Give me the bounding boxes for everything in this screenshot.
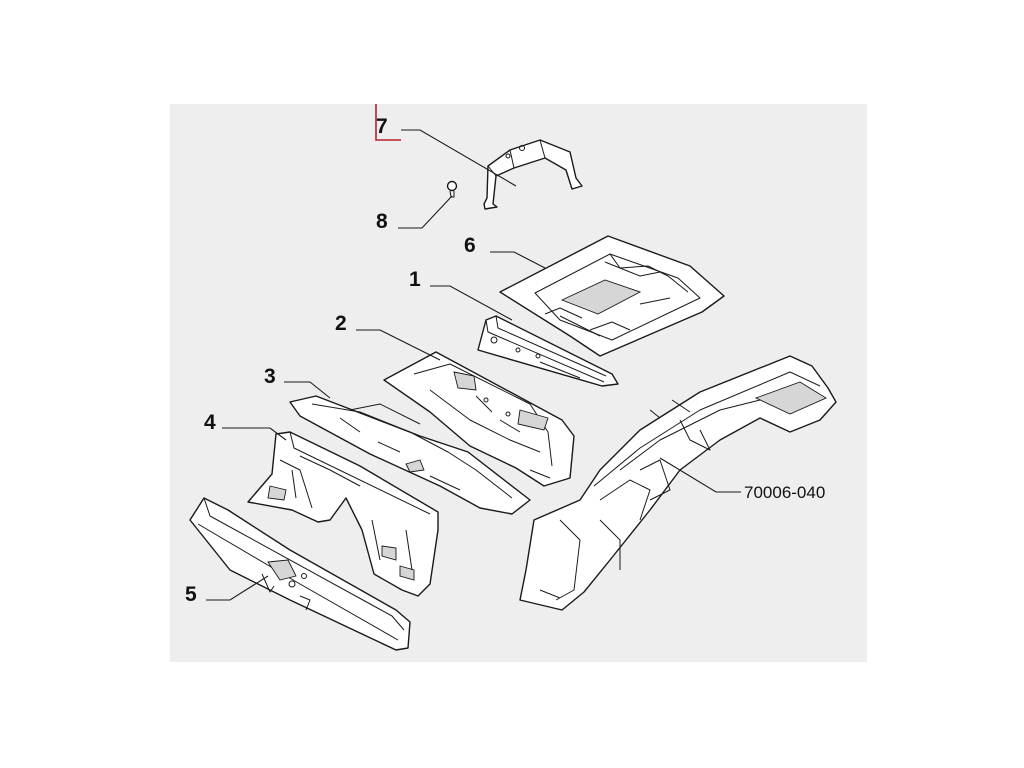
part-6-rear-floor[interactable] — [499, 235, 725, 357]
callout-1[interactable]: 1 — [409, 268, 421, 291]
leader-lines — [206, 129, 741, 601]
callout-3[interactable]: 3 — [264, 365, 276, 388]
callout-8[interactable]: 8 — [376, 210, 388, 233]
callout-4[interactable]: 4 — [204, 411, 216, 434]
part-3-tunnel[interactable] — [289, 395, 531, 515]
part-1-cross-member[interactable] — [477, 315, 619, 387]
callout-6[interactable]: 6 — [464, 234, 476, 257]
callout-2[interactable]: 2 — [335, 312, 347, 335]
drawing-reference-number: 70006-040 — [744, 483, 825, 502]
part-7-bracket[interactable] — [483, 139, 583, 210]
part-8-clip[interactable] — [446, 180, 458, 198]
part-4-front-floor[interactable] — [247, 431, 439, 597]
body-side-structure — [519, 355, 837, 611]
callout-5[interactable]: 5 — [185, 583, 197, 606]
callout-7-highlight-box — [375, 104, 401, 141]
part-5-front-cross-member[interactable] — [189, 497, 411, 651]
callout-7[interactable]: 7 — [376, 115, 388, 138]
part-2-central-floor[interactable] — [383, 351, 575, 487]
